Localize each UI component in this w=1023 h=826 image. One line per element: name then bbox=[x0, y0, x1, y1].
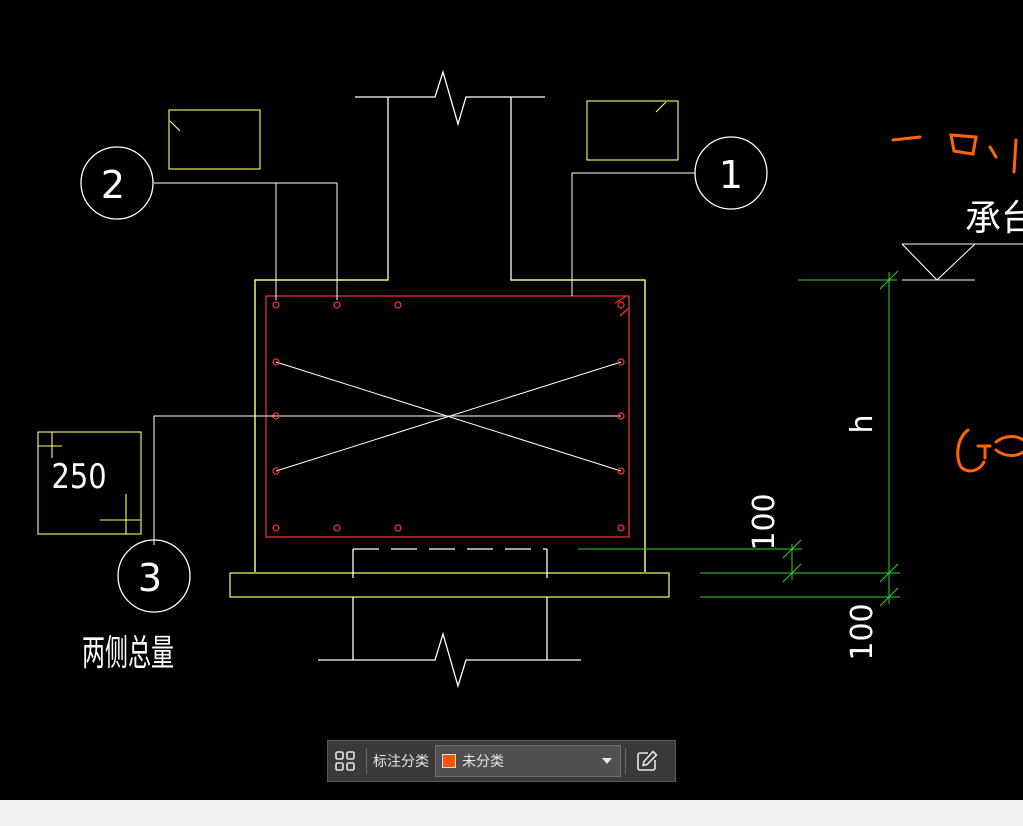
dimension-100-lower-label: 100 bbox=[845, 603, 880, 660]
cad-drawing-canvas[interactable]: 2 1 3 250 两侧总量 h 100 100 bbox=[0, 0, 1023, 800]
rebar-dots bbox=[272, 301, 625, 532]
edit-icon bbox=[637, 750, 658, 771]
spacing-box bbox=[37, 431, 142, 535]
stirrup-symbol-right bbox=[586, 100, 679, 161]
toolbar-separator bbox=[366, 748, 367, 774]
both-sides-total-label: 两侧总量 bbox=[82, 633, 174, 674]
spacing-label: 250 bbox=[51, 458, 106, 497]
leader-lines bbox=[153, 172, 695, 545]
grid-button[interactable] bbox=[328, 744, 362, 778]
tie-bars bbox=[275, 361, 622, 472]
annotation-category-select[interactable]: 未分类 bbox=[435, 745, 621, 777]
rebar-mark-3-label: 3 bbox=[138, 556, 162, 600]
category-select-value: 未分类 bbox=[462, 754, 504, 770]
dimension-100-upper-label: 100 bbox=[747, 493, 782, 550]
stirrup-symbol-left bbox=[168, 109, 261, 170]
annotation-toolbar: 标注分类 未分类 bbox=[327, 740, 676, 782]
dimension-lines bbox=[578, 270, 900, 607]
chevron-down-icon bbox=[602, 758, 612, 764]
column-bottom bbox=[318, 548, 581, 689]
status-strip bbox=[0, 800, 1023, 826]
rebar-mark-1-label: 1 bbox=[719, 153, 743, 197]
rebar-mark-2-label: 2 bbox=[101, 163, 125, 207]
dimension-h-label: h bbox=[845, 414, 880, 433]
category-color-swatch bbox=[442, 754, 456, 768]
rebar-mark-2[interactable]: 2 bbox=[80, 146, 154, 220]
annotation-category-label: 标注分类 bbox=[373, 754, 429, 770]
cap-top-label: 承台 bbox=[965, 198, 1023, 239]
handwritten-markup bbox=[891, 133, 1023, 473]
rebar-mark-1[interactable]: 1 bbox=[694, 136, 768, 210]
beam-outline bbox=[229, 279, 670, 598]
elevation-marker bbox=[901, 243, 1023, 281]
rebar-mark-3[interactable]: 3 bbox=[117, 539, 191, 613]
grid-icon bbox=[335, 751, 355, 771]
toolbar-separator bbox=[625, 748, 626, 774]
edit-button[interactable] bbox=[630, 744, 664, 778]
